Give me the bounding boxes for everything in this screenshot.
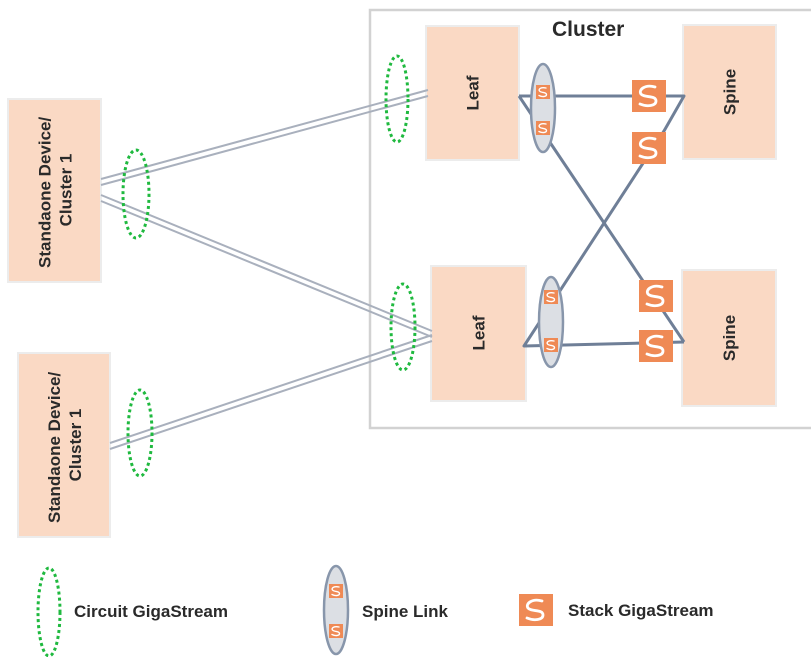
cluster-title: Cluster — [552, 18, 624, 41]
legend-circuit-icon — [36, 566, 62, 657]
stack-badge-4 — [637, 328, 675, 364]
legend-stack-label: Stack GigaStream — [568, 601, 714, 620]
stack-badge-2 — [630, 130, 668, 166]
spine-node-top-label: Spine — [721, 69, 740, 115]
stack-badge-1 — [630, 78, 668, 114]
circuit-markers — [121, 54, 417, 478]
leaf-node-top — [425, 25, 520, 161]
circuit-marker-device-1 — [121, 148, 151, 240]
stack-badge-small-1 — [535, 84, 551, 100]
stack-badge-small-4 — [543, 337, 559, 353]
legend-spine-link-label: Spine Link — [362, 602, 449, 621]
leaf-node-bottom-label: Leaf — [470, 315, 489, 350]
standalone-device-2 — [17, 352, 111, 538]
stack-badge-3 — [637, 278, 675, 314]
stack-badge-small-2 — [535, 120, 551, 136]
spine-node-top — [682, 24, 777, 160]
legend-spine-link-badge-2 — [328, 623, 344, 639]
circuit-marker-device-2 — [126, 388, 154, 478]
stack-badge-small-3 — [543, 289, 559, 305]
standalone-device-1 — [7, 98, 102, 283]
standalone-device-2-label: Standaone Device/ Cluster 1 — [45, 367, 85, 523]
spine-node-bottom-label: Spine — [720, 315, 739, 361]
leaf-node-bottom — [430, 265, 527, 402]
legend: Circuit GigaStream Spine Link Stack Giga… — [36, 564, 714, 657]
circuit-marker-top-leaf — [384, 54, 410, 144]
spine-link-oval-top — [529, 62, 557, 154]
standalone-device-1-label: Standaone Device/ Cluster 1 — [36, 112, 76, 268]
circuit-links — [100, 89, 433, 450]
legend-stack-icon — [517, 592, 555, 628]
legend-circuit-label: Circuit GigaStream — [74, 602, 228, 621]
circuit-marker-bottom-leaf — [389, 282, 417, 372]
leaf-node-top-label: Leaf — [464, 75, 483, 110]
cluster-frame — [368, 8, 811, 430]
spine-node-bottom — [681, 269, 777, 407]
legend-spine-link-badge-1 — [328, 583, 344, 599]
legend-spine-link-icon — [322, 564, 350, 656]
